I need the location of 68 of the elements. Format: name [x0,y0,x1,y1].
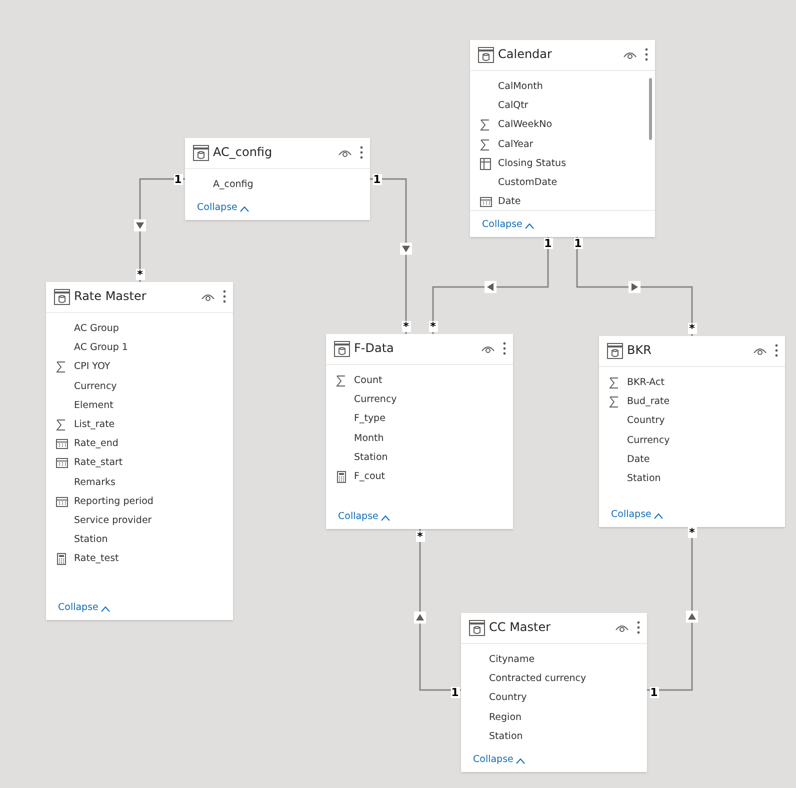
cardinality-label: * [688,526,696,538]
field-name: Bud_rate [627,395,670,410]
field-name: CalQtr [498,99,528,114]
collapse-link: Collapse [473,753,514,767]
field-name: Country [489,691,527,706]
field-name: Station [354,450,388,465]
table-card [185,138,370,220]
field-name: Date [498,195,521,210]
cardinality-label: 1 [574,238,582,248]
field-name: Service provider [74,514,152,528]
field-name: Contracted currency [489,672,586,686]
field-name: CalWeekNo [498,118,552,132]
field-name: Station [489,730,523,744]
field-name: AC Group 1 [74,341,128,356]
cardinality-label: * [416,530,424,542]
cardinality-label: * [402,320,410,332]
field-name: List_rate [74,418,115,432]
cardinality-label: * [688,322,696,334]
field-name: BKR-Act [627,376,664,390]
table-card [470,40,655,237]
field-name: Region [489,710,522,725]
field-name: Count [354,374,382,388]
field-name: Cityname [489,653,535,667]
field-name: Date [627,452,650,467]
field-name: A_config [213,178,254,192]
cardinality-label: 1 [544,238,552,248]
field-name: CPI YOY [74,360,110,374]
collapse-link: Collapse [338,510,378,524]
table-title: AC_config [213,145,272,159]
collapse-link: Collapse [197,201,238,215]
field-name: Reporting period [74,494,154,509]
field-name: Station [74,533,108,548]
table-card [46,282,233,620]
field-name: Rate_test [74,552,119,566]
table-title: F-Data [354,341,394,355]
table-title: Rate Master [74,289,146,303]
field-name: Station [627,472,661,486]
field-name: Element [74,398,114,413]
cardinality-label: 1 [372,174,382,184]
field-name: F_cout [354,470,385,484]
field-name: Month [354,432,384,446]
table-card [599,336,785,527]
field-name: Rate_end [74,437,118,452]
cardinality-label: 1 [650,686,658,698]
field-name: CalMonth [498,80,543,94]
field-name: CalYear [498,138,534,152]
collapse-link: Collapse [482,218,522,232]
table-title: Calendar [498,47,552,61]
field-name: CustomDate [498,176,558,190]
cardinality-label: * [136,268,144,280]
field-name: Currency [74,380,117,394]
field-name: Remarks [74,476,116,490]
table-title: CC Master [489,620,551,634]
collapse-link: Collapse [58,601,98,615]
field-name: AC Group [74,322,119,336]
table-card [326,334,513,529]
table-card [461,613,647,772]
field-name: Currency [627,434,670,448]
collapse-link: Collapse [611,508,652,522]
cardinality-label: * [428,320,438,332]
field-name: Country [627,414,665,428]
field-name: Rate_start [74,456,123,470]
cardinality-label: 1 [174,174,182,184]
field-name: F_type [354,412,386,426]
field-name: Closing Status [498,156,566,171]
table-title: BKR [627,343,652,357]
field-name: Currency [354,393,397,408]
cardinality-label: 1 [450,686,460,698]
